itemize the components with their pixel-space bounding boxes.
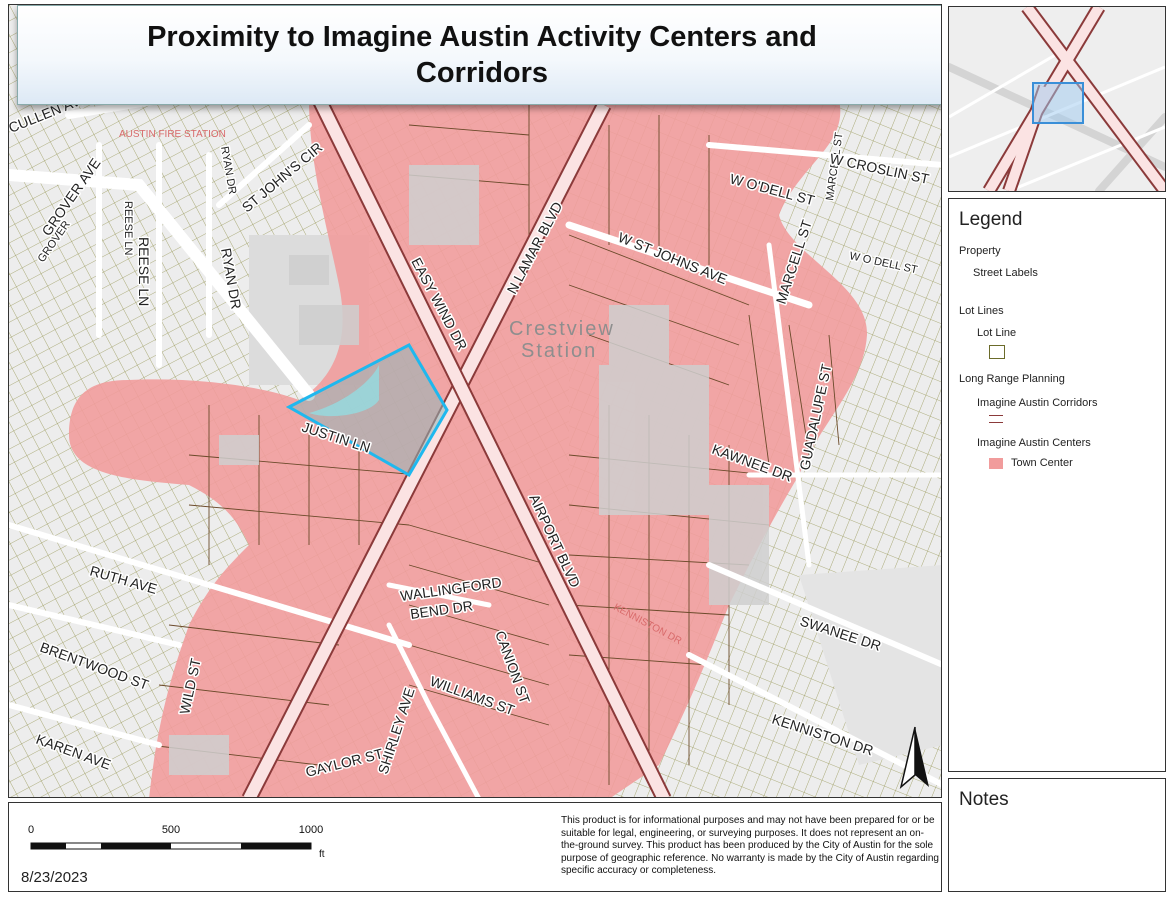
map-footer: 0 500 1000 ft 8/23/2023 This product is … <box>8 802 942 892</box>
place-label-station: Station <box>521 340 597 362</box>
overview-extent-box[interactable] <box>1032 82 1084 124</box>
legend-item-town-center: Town Center <box>1011 457 1073 469</box>
map-title-banner: Proximity to Imagine Austin Activity Cen… <box>17 5 941 105</box>
map-title: Proximity to Imagine Austin Activity Cen… <box>147 21 817 89</box>
place-label-crestview: Crestview <box>509 318 615 340</box>
legend-swatch-lot-line <box>989 345 1005 359</box>
legend-item-centers: Imagine Austin Centers <box>977 437 1091 449</box>
overview-map[interactable] <box>948 6 1166 192</box>
map-view[interactable]: Crestview Station AUSTIN FIRE STATION CU… <box>8 4 942 798</box>
street-label-reese-small: REESE LN <box>122 201 134 255</box>
legend-item-street-labels: Street Labels <box>973 267 1038 279</box>
disclaimer-text: This product is for informational purpos… <box>561 815 939 876</box>
notes-title: Notes <box>959 789 1009 810</box>
legend-group-long-range-planning: Long Range Planning <box>959 373 1065 385</box>
legend-item-lot-line: Lot Line <box>977 327 1017 339</box>
scale-tick-500: 500 <box>162 824 180 836</box>
subject-property-highlight <box>309 365 379 417</box>
imagine-austin-corridors[interactable] <box>241 95 672 798</box>
overview-canvas <box>949 7 1165 191</box>
legend-item-corridors: Imagine Austin Corridors <box>977 397 1098 409</box>
north-arrow-icon <box>899 726 929 790</box>
legend-title: Legend <box>959 209 1023 230</box>
legend-group-lot-lines: Lot Lines <box>959 305 1004 317</box>
town-center-area[interactable] <box>69 100 868 798</box>
legend-swatch-corridors <box>989 415 1003 423</box>
map-canvas[interactable]: Crestview Station AUSTIN FIRE STATION CU… <box>9 5 942 798</box>
scale-unit: ft <box>319 849 325 859</box>
scale-bar: 0 500 1000 ft <box>28 824 325 859</box>
map-date: 8/23/2023 <box>21 869 88 886</box>
poi-label-fire-station: AUSTIN FIRE STATION <box>119 129 226 140</box>
scale-tick-0: 0 <box>28 824 34 836</box>
legend-row-town-center: Town Center <box>959 457 1155 469</box>
legend-panel: Legend Property Street Labels Lot Lines … <box>948 198 1166 772</box>
legend-group-property: Property <box>959 245 1001 257</box>
building-footprints <box>169 165 769 775</box>
scale-tick-1000: 1000 <box>299 824 323 836</box>
street-label-reese: REESE LN <box>136 237 152 306</box>
parcel-open-east <box>799 565 941 765</box>
legend-swatch-town-center <box>989 457 1003 469</box>
notes-panel: Notes <box>948 778 1166 892</box>
subject-property[interactable] <box>285 343 449 478</box>
